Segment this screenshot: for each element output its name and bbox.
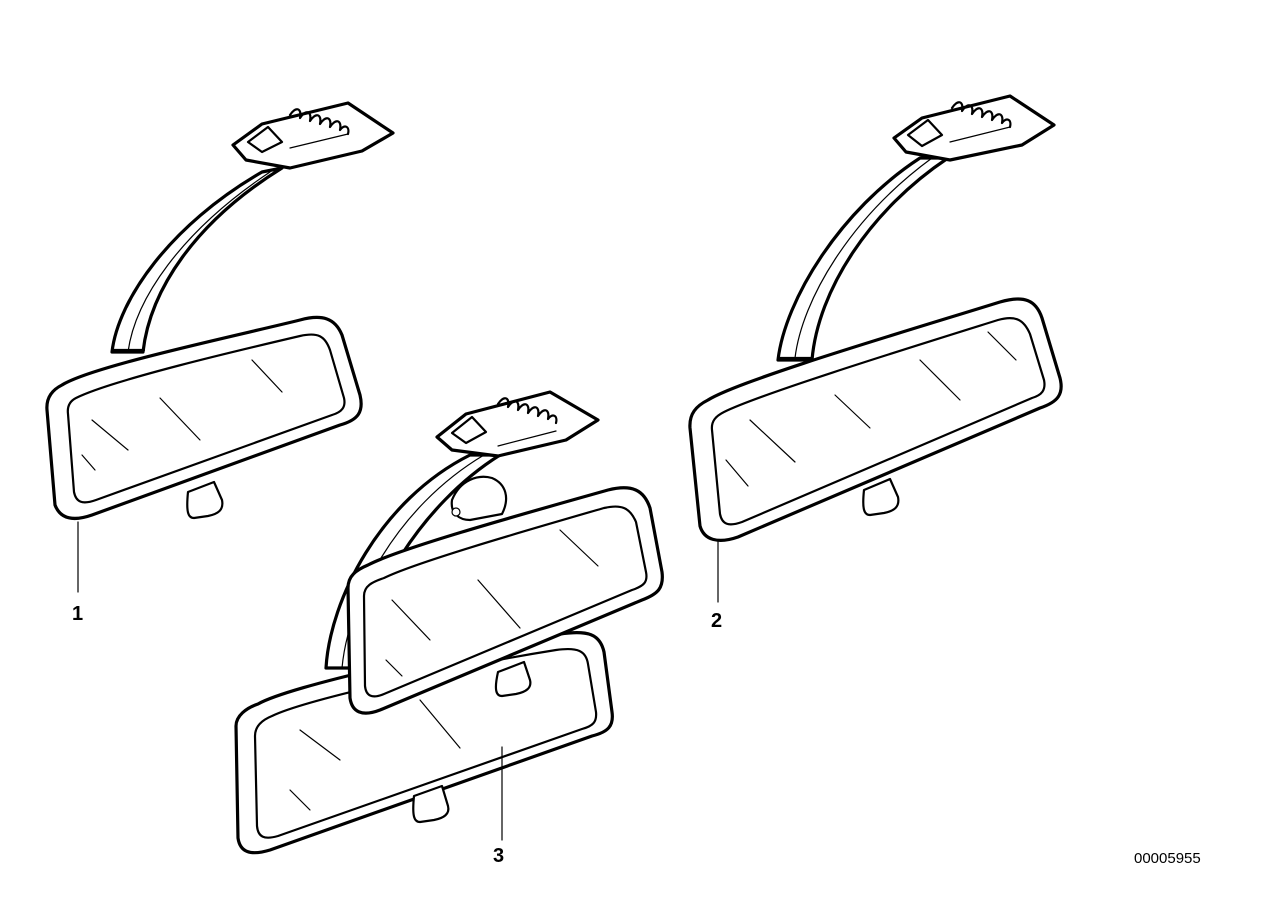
callout-3: 3 [493, 746, 504, 867]
mirror-2-mount [892, 94, 1056, 162]
callout-3-label: 3 [493, 845, 504, 867]
mirror-3-tab-front [494, 660, 532, 698]
mirror-2-tab [862, 477, 900, 517]
mirror-1-tab [186, 480, 224, 520]
mirror-3-tab-rear [412, 784, 450, 824]
callout-2: 2 [711, 539, 722, 632]
mirror-1 [45, 101, 395, 520]
mirror-3-mount [435, 390, 600, 458]
mirror-3-frame-front [346, 486, 664, 715]
mirror-3 [234, 390, 664, 855]
mirror-1-stem [110, 166, 284, 354]
callout-2-label: 2 [711, 610, 722, 632]
mirror-2 [688, 94, 1063, 542]
callout-1-label: 1 [72, 603, 83, 625]
callout-1: 1 [72, 521, 83, 625]
mirror-2-frame [688, 297, 1063, 542]
mirror-1-frame [45, 315, 363, 520]
mirror-1-mount [231, 101, 395, 170]
doc-number: 00005955 [1134, 850, 1201, 867]
